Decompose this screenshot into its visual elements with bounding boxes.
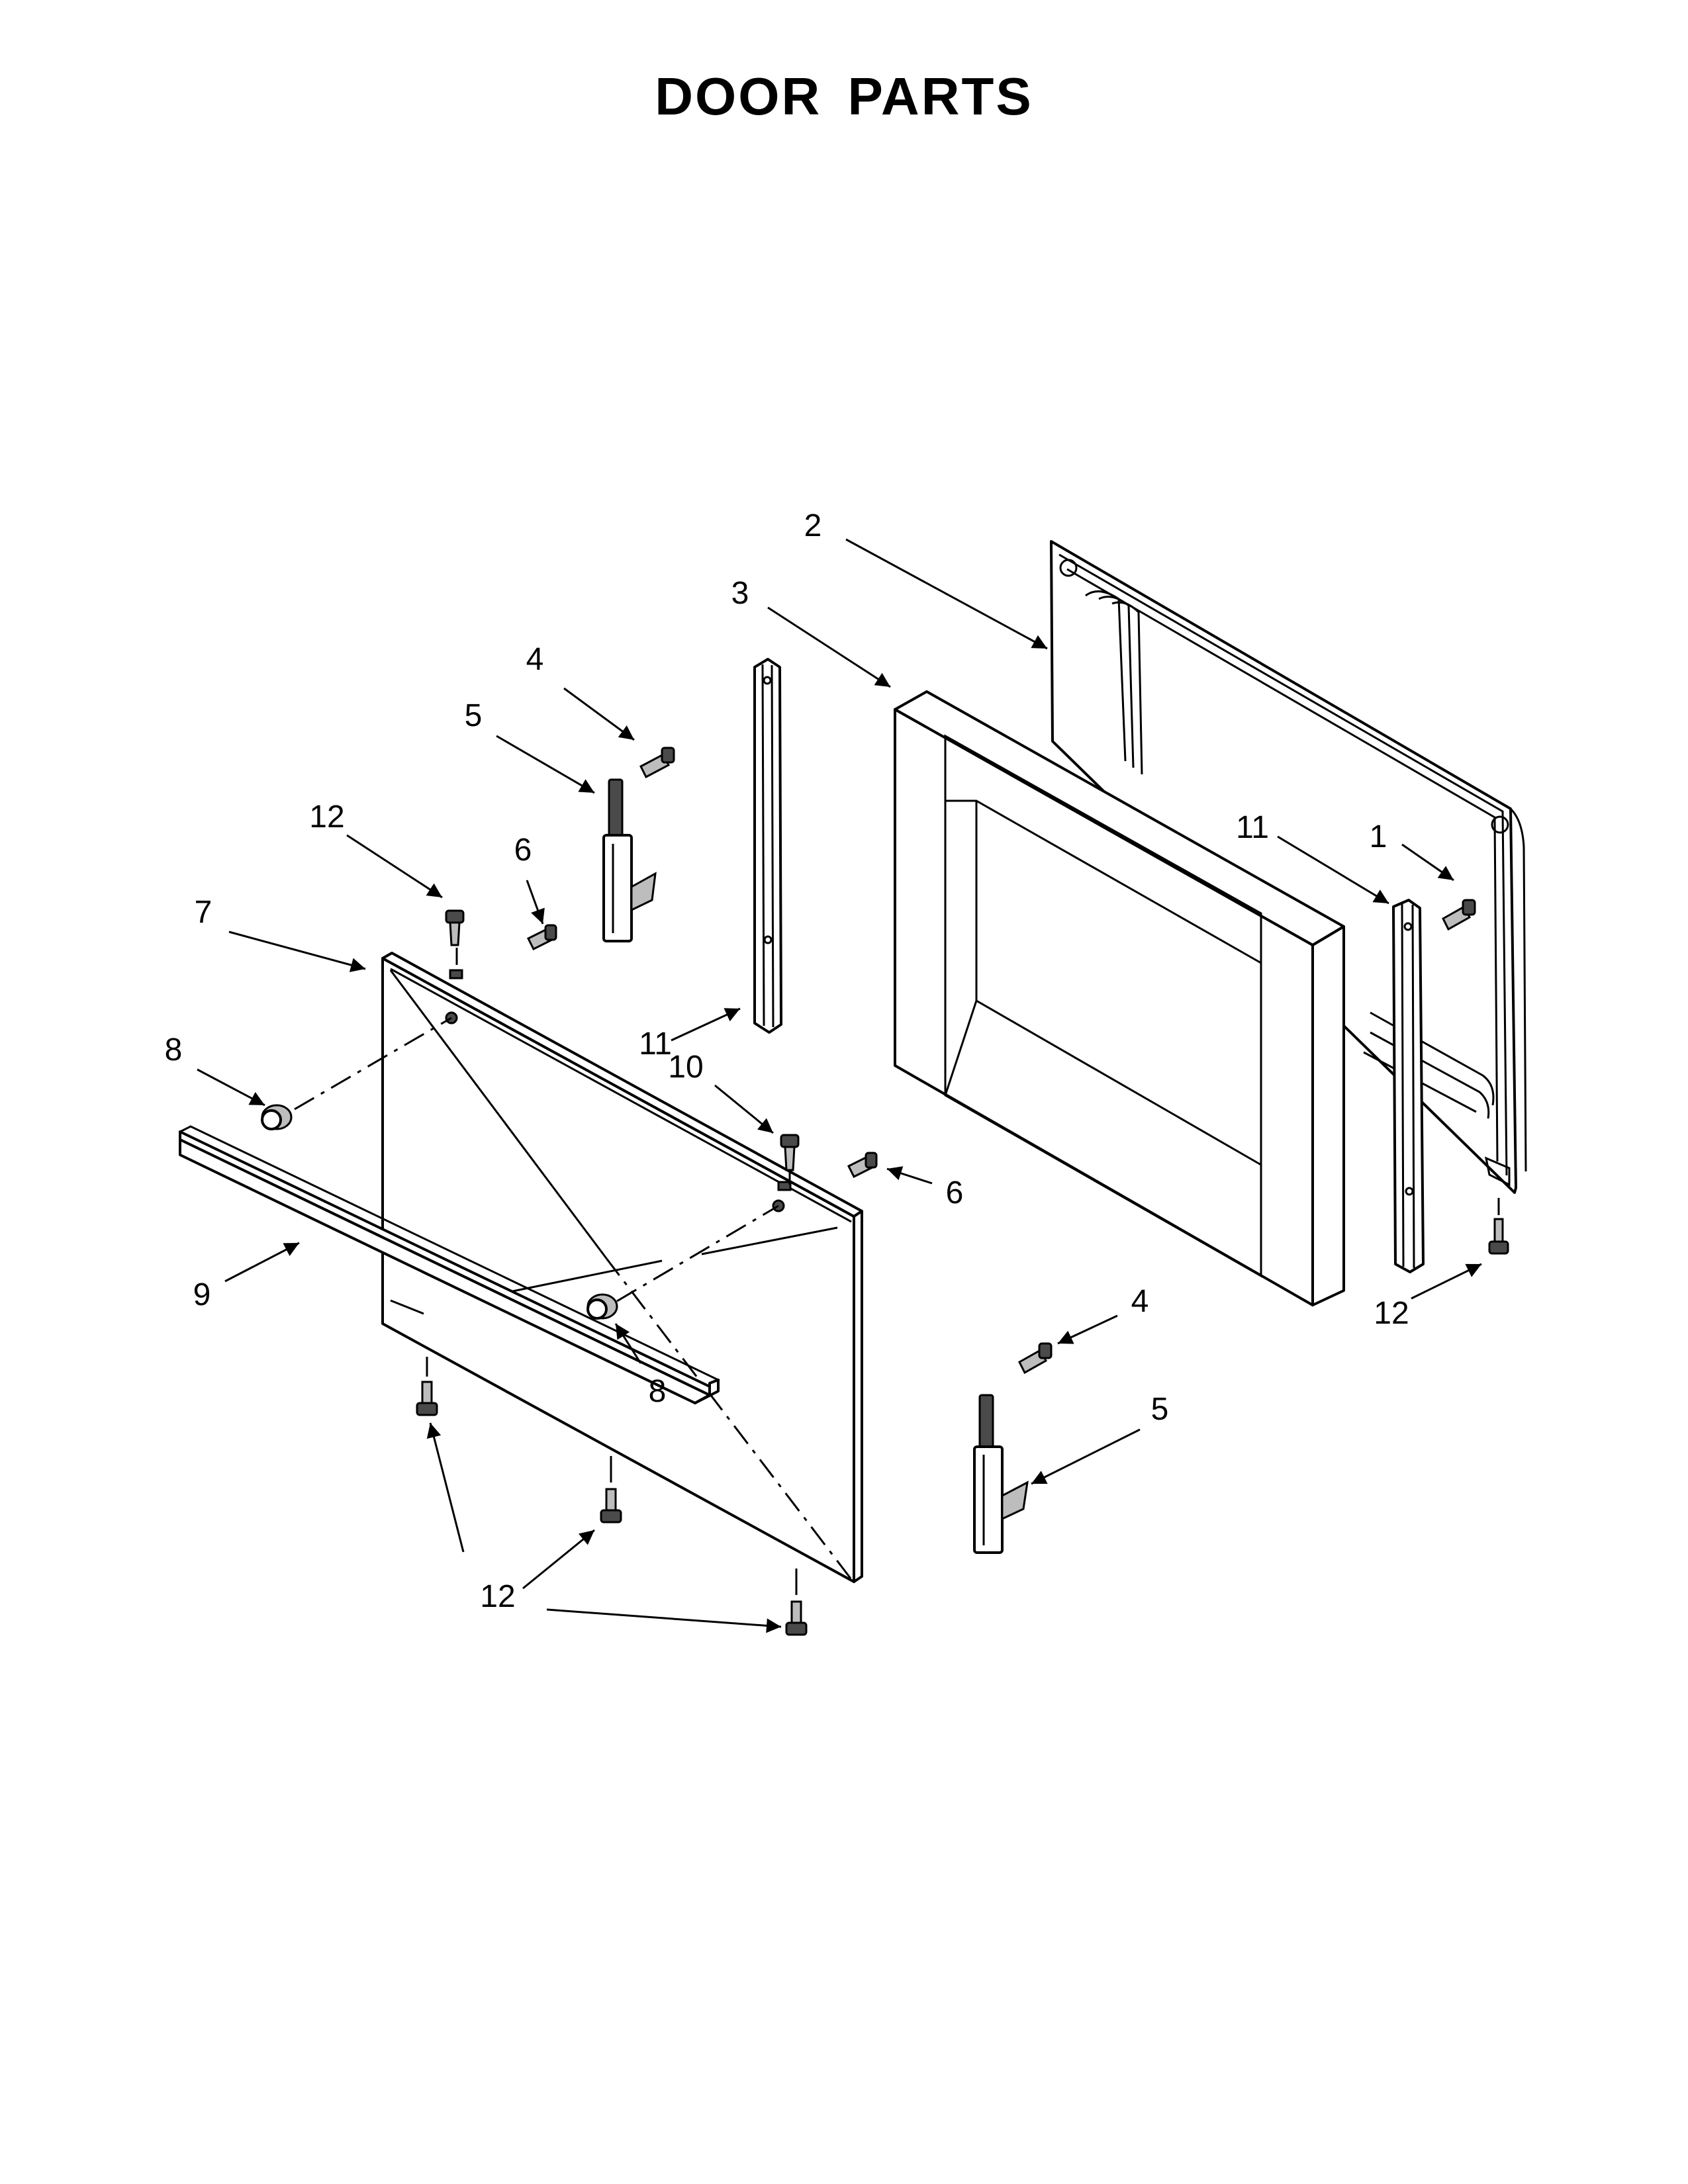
screw-12-bottom-a <box>416 1381 438 1416</box>
spacer-right-part <box>586 1293 618 1320</box>
callout-5-lower: 5 <box>1151 1392 1169 1427</box>
callout-7: 7 <box>195 895 212 930</box>
callout-11-right: 11 <box>1236 810 1269 845</box>
hinge-lower-part <box>973 1394 1029 1554</box>
door-channel-left-part <box>753 658 782 1034</box>
callout-12-bottom: 12 <box>480 1579 515 1614</box>
assembly-line <box>616 1205 779 1302</box>
callout-5-upper: 5 <box>465 698 483 733</box>
screw-6-upper <box>526 924 557 951</box>
callout-12-right: 12 <box>1374 1296 1409 1331</box>
callout-4-upper: 4 <box>526 642 544 677</box>
screw-4-upper <box>639 747 675 779</box>
screw-1 <box>1442 899 1476 931</box>
callout-3: 3 <box>731 576 749 611</box>
screw-10 <box>780 1134 800 1171</box>
callout-8-left: 8 <box>165 1032 183 1068</box>
leader-lines <box>197 538 1482 1633</box>
door-frame-part <box>894 690 1345 1306</box>
callout-10: 10 <box>668 1050 703 1085</box>
callout-12-top: 12 <box>309 799 344 835</box>
screw-12-bottom-b <box>600 1488 622 1524</box>
assembly-line <box>294 1017 452 1111</box>
screw-12-bottom-c <box>785 1600 808 1636</box>
callout-2: 2 <box>804 508 822 543</box>
callout-6-upper: 6 <box>514 833 532 868</box>
callout-1: 1 <box>1370 819 1387 854</box>
screw-12-top <box>445 909 465 946</box>
callout-4-lower: 4 <box>1131 1284 1149 1319</box>
screw-6-lower <box>847 1152 878 1179</box>
callout-6-lower: 6 <box>946 1175 964 1210</box>
screw-4-lower <box>1018 1342 1053 1375</box>
hinge-upper-part <box>602 778 657 942</box>
door-trim-part <box>179 1125 720 1404</box>
screw-12-right <box>1488 1218 1509 1255</box>
callout-8-right: 8 <box>649 1374 667 1409</box>
callout-9: 9 <box>193 1277 211 1312</box>
page-title: DOOR PARTS <box>655 67 1033 126</box>
door-channel-right-part <box>1392 899 1425 1273</box>
spacer-left-part <box>261 1104 293 1130</box>
outer-door-panel-part <box>381 952 863 1583</box>
callout-11-left: 11 <box>639 1026 672 1062</box>
